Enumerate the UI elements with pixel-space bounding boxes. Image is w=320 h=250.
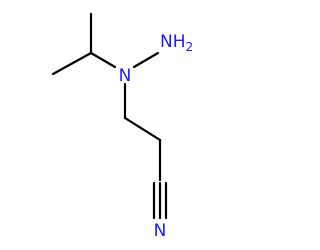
atom-label-nh2: NH2 bbox=[160, 32, 193, 54]
triple-bond-cn bbox=[152, 181, 168, 220]
bond-methyl-left bbox=[51, 51, 93, 76]
molecule-structure: N NH2 N bbox=[51, 12, 193, 241]
bond-n-nh2 bbox=[132, 51, 160, 69]
atom-label-nh2-main: NH bbox=[160, 32, 186, 52]
atom-label-n-hydrazine: N bbox=[119, 66, 132, 86]
bond-isopropyl-n bbox=[89, 51, 117, 69]
atom-label-nh2-subscript: 2 bbox=[186, 40, 194, 54]
atom-label-n-nitrile: N bbox=[154, 221, 167, 241]
bond-ch2-ch2 bbox=[123, 116, 162, 142]
